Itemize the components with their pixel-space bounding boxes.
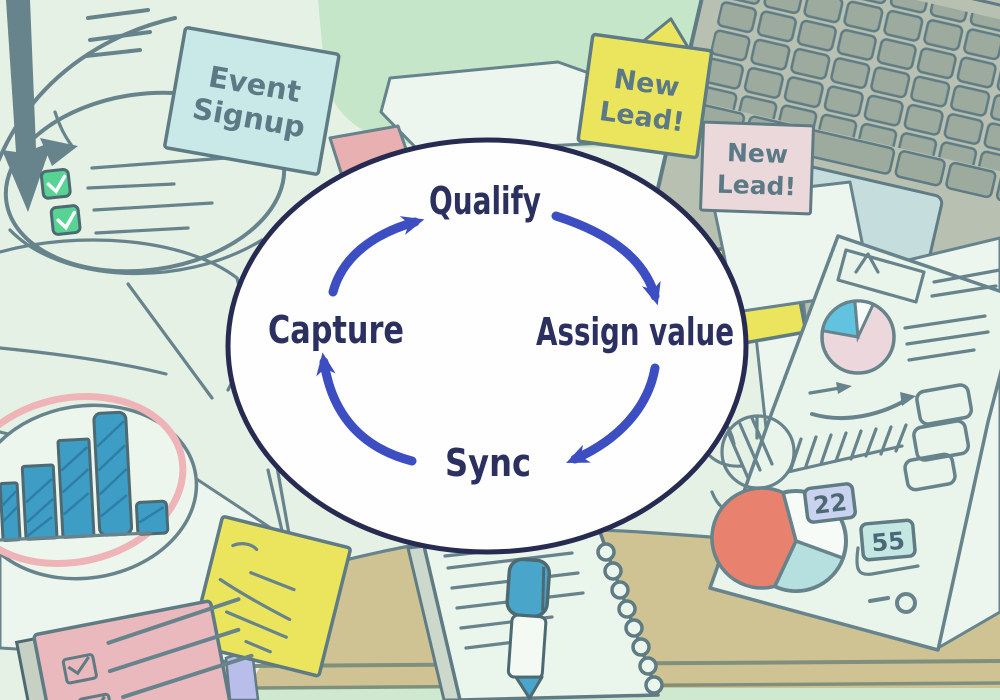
badge-55-value: 55: [870, 527, 906, 558]
pen-tip: [514, 675, 544, 700]
cycle-arrow-qualify-assign: [551, 211, 661, 306]
spiral-coils: [596, 542, 664, 695]
check-icon: [39, 168, 82, 236]
trend-arrow-icon: [810, 392, 916, 421]
cycle-arrow-capture-qualify: [328, 216, 425, 297]
cycle-arrow-assign-sync: [566, 363, 660, 464]
pen: [505, 557, 552, 700]
arrow-right-icon: [808, 382, 852, 395]
cycle-label-capture: Capture: [268, 308, 404, 352]
spiral-notebook: [406, 530, 664, 700]
dashboard-paper: 22 55: [708, 234, 1000, 652]
cycle-arrow-sync-capture: [316, 352, 417, 466]
new-lead-pink-line1: New: [727, 138, 789, 169]
header-chart-box: [836, 248, 1000, 304]
slider-sketch: [868, 592, 917, 614]
scribbled-note: [189, 515, 352, 678]
badge-22-value: 22: [812, 488, 849, 520]
new-lead-note-pink: New Lead!: [699, 120, 815, 216]
new-lead-note-yellow: New Lead!: [576, 17, 714, 160]
event-signup-note: Event Signup: [163, 26, 341, 176]
clipboard-check-icon: [61, 653, 114, 700]
stat-badge-22: 22: [803, 482, 857, 524]
hatch-marks: [786, 423, 908, 474]
sketch-arrow-icon: [40, 138, 78, 166]
bar-chart-sketch: [0, 410, 170, 542]
pie-chart-large: [710, 486, 848, 593]
highlight-ellipse: [0, 392, 187, 568]
cycle-label-qualify: Qualify: [429, 179, 541, 223]
stat-badge-55: 55: [859, 518, 917, 562]
cycle-label-sync: Sync: [445, 441, 531, 485]
stat-lines: [903, 314, 990, 362]
new-lead-pink-line2: Lead!: [716, 170, 796, 202]
cycle-label-assign-value: Assign value: [536, 310, 734, 354]
clipboard-checklist: [14, 597, 254, 700]
checkbox-list: [903, 383, 974, 492]
cycle-diagram: Qualify Assign value Sync Capture: [225, 137, 749, 555]
laptop-keyboard: [698, 0, 1000, 202]
pie-chart-small: [820, 299, 896, 375]
